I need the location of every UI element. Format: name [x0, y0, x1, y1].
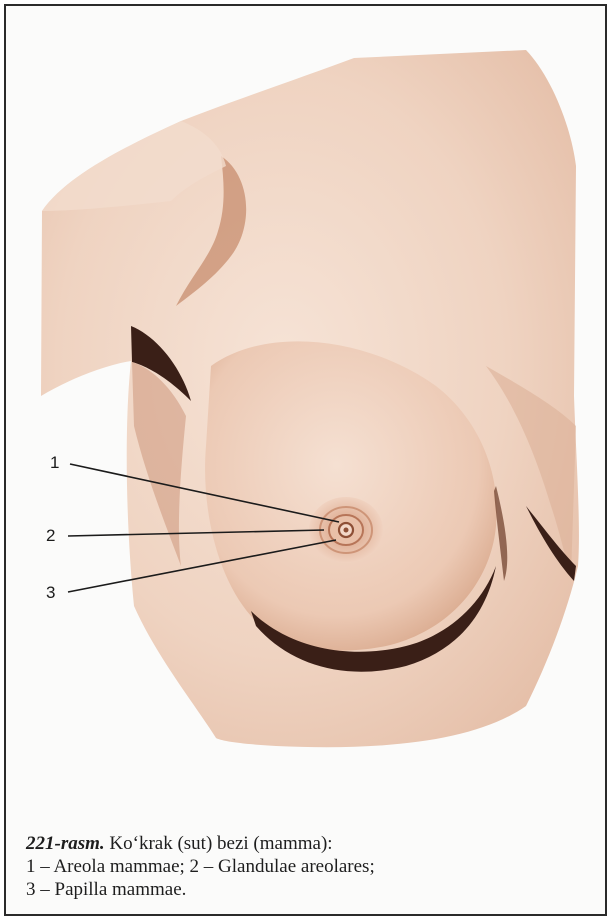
- figure-caption: 221-rasm. Ko‘krak (sut) bezi (mamma): 1 …: [26, 832, 596, 901]
- figure-number: 221-rasm.: [26, 833, 105, 854]
- breast-anatomy-illustration: 1 2 3: [6, 6, 607, 916]
- label-number-3: 3: [46, 583, 55, 602]
- figure-frame: 1 2 3 221-rasm. Ko‘krak (sut) bezi (mamm…: [4, 4, 607, 916]
- label-number-1: 1: [50, 453, 59, 472]
- figure-title: Ko‘krak (sut) bezi (mamma):: [109, 833, 332, 854]
- caption-title-line: 221-rasm. Ko‘krak (sut) bezi (mamma):: [26, 832, 596, 855]
- caption-legend-line-1: 1 – Areola mammae; 2 – Glandulae areolar…: [26, 855, 596, 878]
- caption-legend-line-2: 3 – Papilla mammae.: [26, 878, 596, 901]
- label-number-2: 2: [46, 526, 55, 545]
